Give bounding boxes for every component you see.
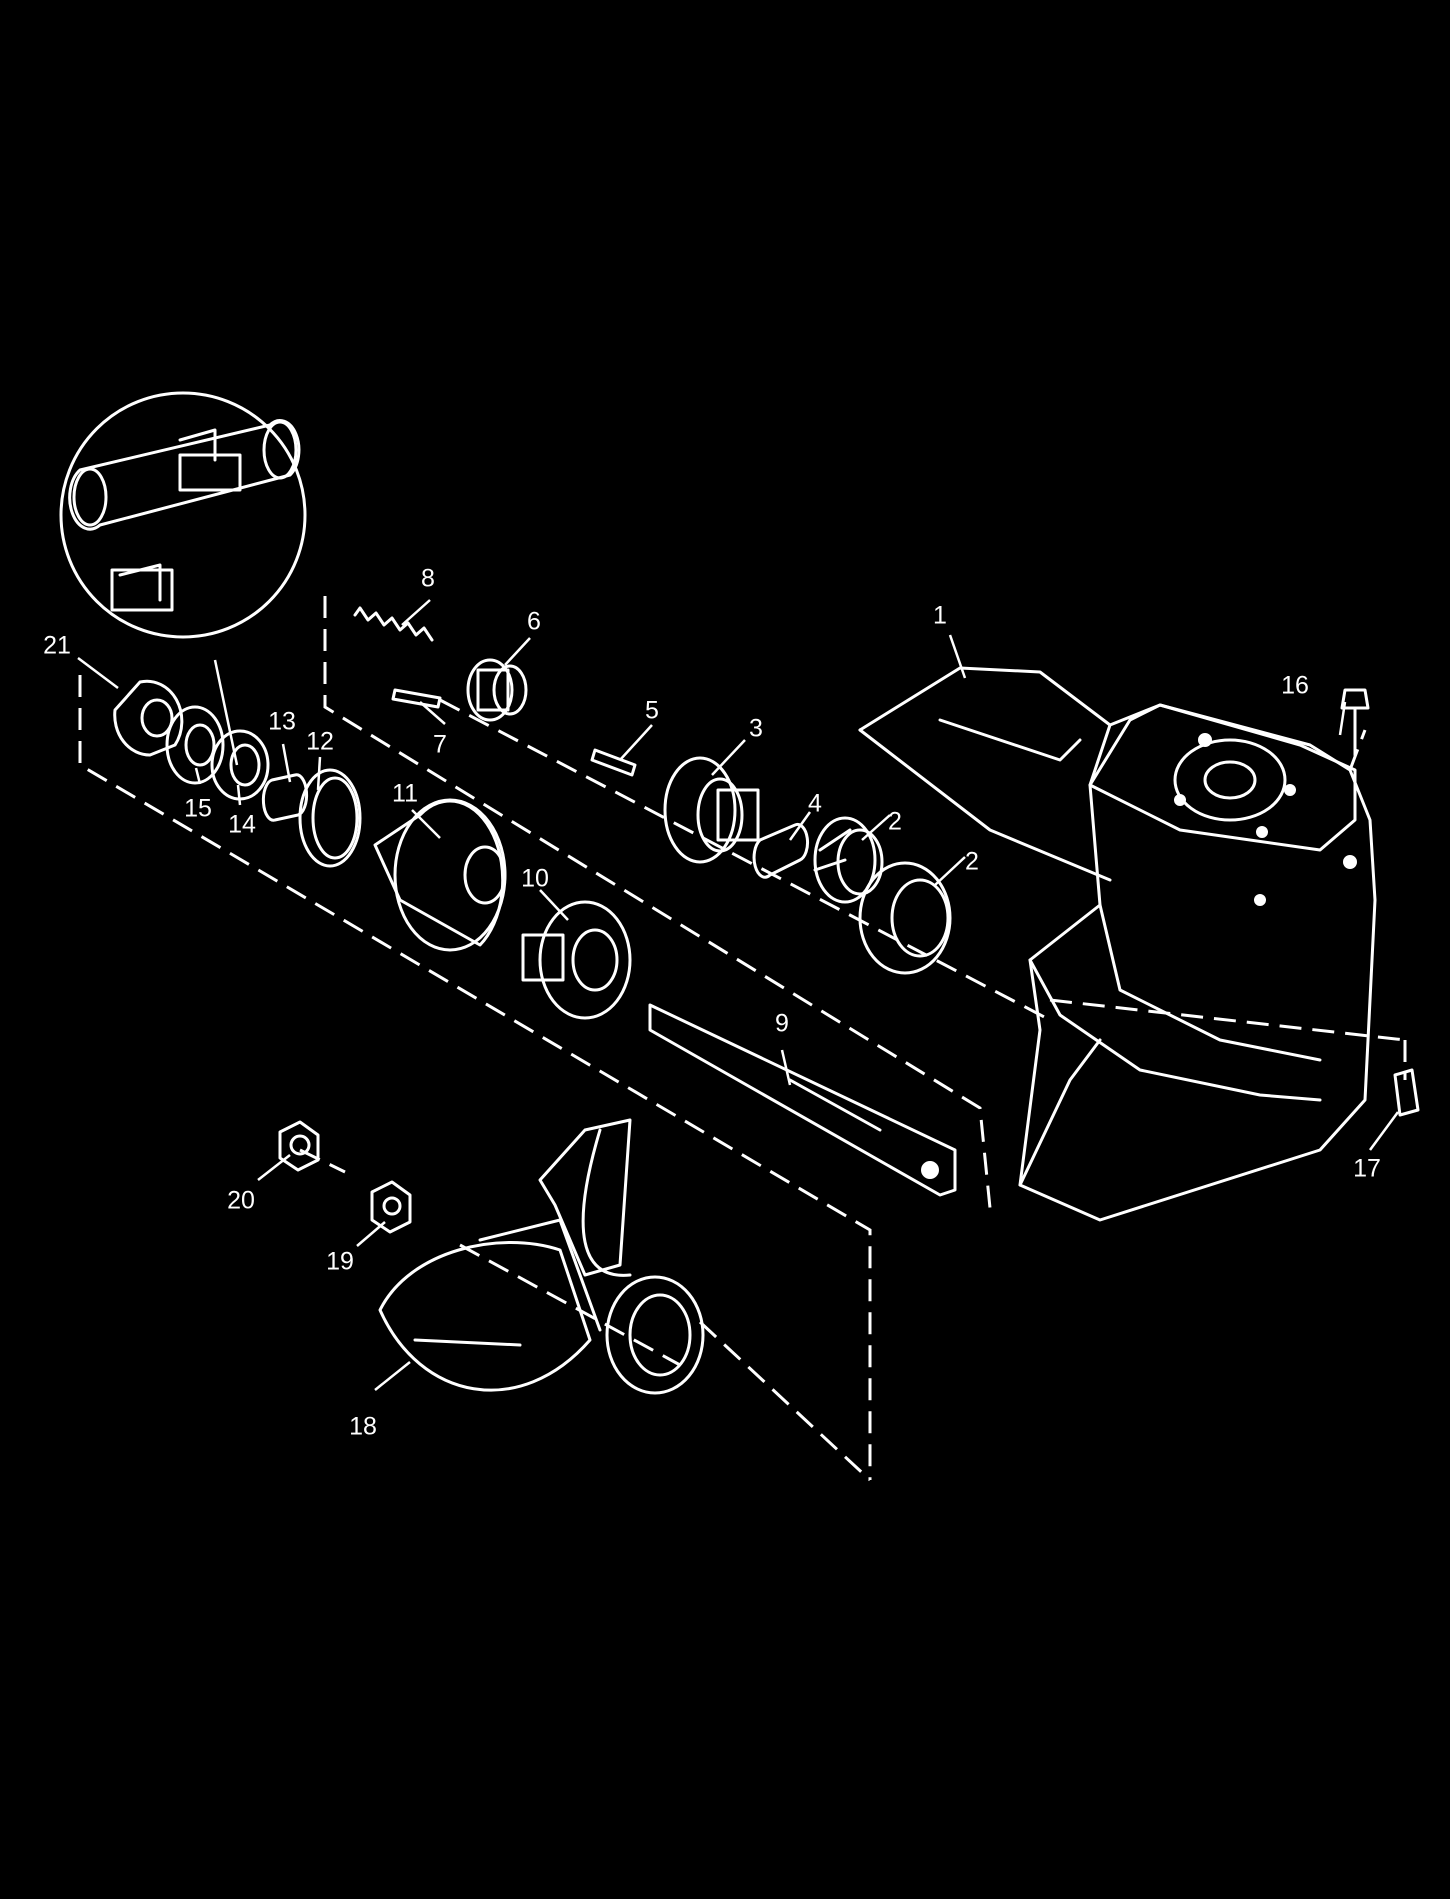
housing-bolt-lower — [1393, 1068, 1420, 1117]
callout-16: 16 — [1281, 672, 1309, 700]
callout-14: 14 — [228, 811, 256, 839]
callout-20: 20 — [227, 1187, 255, 1215]
propeller-nut — [278, 1120, 320, 1172]
callout-18: 18 — [349, 1413, 377, 1441]
shift-spring — [353, 606, 434, 642]
tapered-roller-bearing — [813, 816, 884, 904]
bearing-carrier — [373, 798, 507, 952]
cross-pin — [391, 688, 442, 709]
callout-13: 13 — [268, 708, 296, 736]
needle-bearing-sleeve — [261, 773, 309, 822]
callout-1: 1 — [933, 602, 947, 630]
callout-4: 4 — [808, 790, 822, 818]
callout-11: 11 — [392, 780, 418, 808]
bearing-sleeve — [752, 822, 810, 879]
reverse-gear — [521, 900, 632, 1020]
leader-lines — [77, 599, 1400, 1391]
callout-12: 12 — [306, 728, 334, 756]
callout-5: 5 — [645, 697, 659, 725]
detail-inset — [59, 391, 307, 766]
callout-9: 9 — [775, 1010, 789, 1038]
housing-bolt-upper — [1340, 688, 1370, 757]
callout-10: 10 — [521, 865, 549, 893]
o-ring — [298, 768, 362, 868]
propeller-shaft — [648, 1003, 957, 1197]
callout-3: 3 — [749, 715, 763, 743]
oil-seal — [165, 705, 225, 785]
thrust-hub — [113, 679, 184, 757]
callout-15: 15 — [184, 795, 212, 823]
callout-2a: 2 — [888, 808, 902, 836]
callout-2b: 2 — [965, 848, 979, 876]
callout-8: 8 — [421, 565, 435, 593]
propeller — [378, 1118, 705, 1395]
callout-19: 19 — [326, 1248, 354, 1276]
callout-17: 17 — [1353, 1155, 1381, 1183]
callout-6: 6 — [527, 608, 541, 636]
clutch-dog — [466, 658, 528, 722]
callout-labels: 1 2 2 3 4 5 6 7 8 9 10 11 12 13 14 15 16… — [43, 565, 1381, 1441]
callout-21: 21 — [43, 632, 71, 660]
forward-gear — [663, 756, 760, 864]
assembly-dashed-lines — [78, 596, 1407, 1482]
bearing-race — [858, 861, 952, 975]
lock-nut — [370, 1180, 412, 1234]
callout-7: 7 — [433, 731, 447, 759]
gearcase-housing — [858, 666, 1377, 1222]
